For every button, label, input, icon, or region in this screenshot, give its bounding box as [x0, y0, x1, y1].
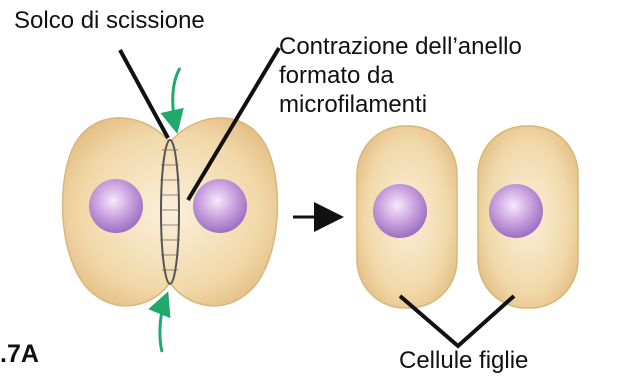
daughter-cells-label: Cellule figlie — [399, 346, 528, 375]
daughter-cell-left — [357, 126, 457, 308]
nucleus-right — [193, 179, 247, 233]
dividing-cell — [63, 118, 278, 306]
contractile-ring-label: Contrazione dell’anello formato da micro… — [279, 32, 522, 119]
contractile-ring-label-line2: formato da — [279, 61, 522, 90]
contractile-ring-label-line1: Contrazione dell’anello — [279, 32, 522, 61]
nucleus-left — [89, 179, 143, 233]
bottom-constriction-arrow-icon — [160, 297, 166, 352]
daughter-nucleus-left — [373, 184, 427, 238]
cleavage-furrow-label: Solco di scissione — [14, 6, 205, 35]
contractile-ring-label-line3: microfilamenti — [279, 90, 522, 119]
daughter-nucleus-right — [489, 184, 543, 238]
daughter-cell-right — [478, 126, 578, 308]
top-constriction-arrow-icon — [173, 68, 180, 128]
figure-id-label: .7A — [0, 340, 39, 369]
